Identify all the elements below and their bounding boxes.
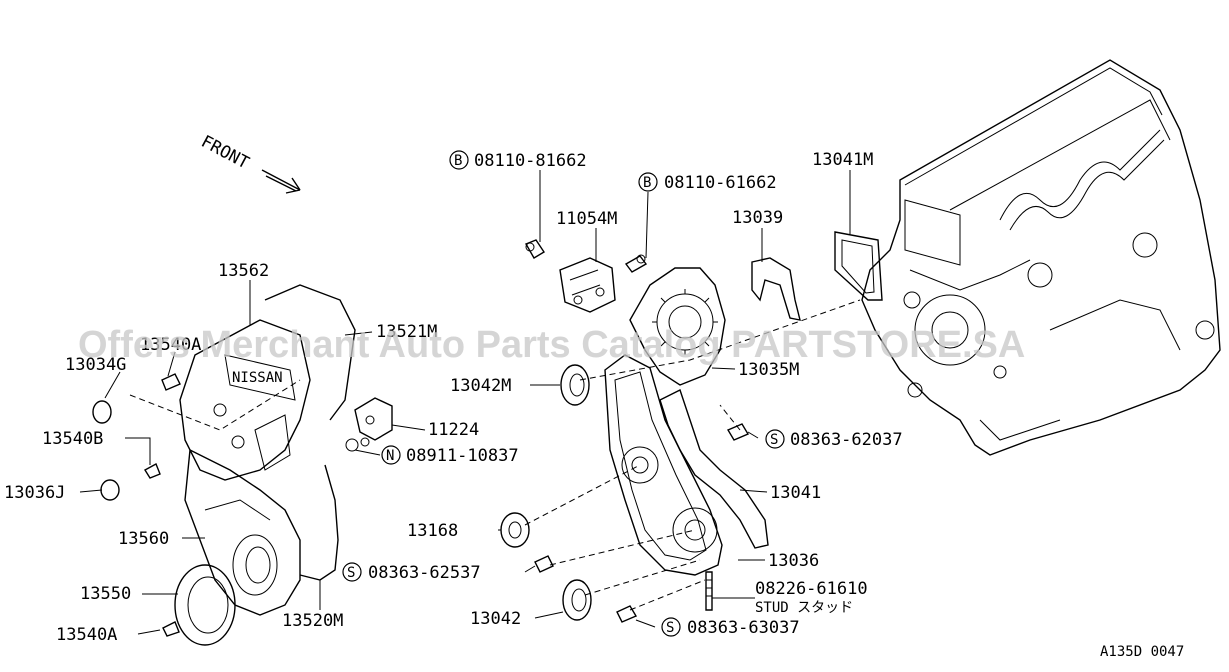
rear-plate-13035M (629, 267, 726, 386)
mount-11054M (559, 257, 616, 313)
watermark: Offers Merchant Auto Parts Catalog PARTS… (78, 324, 1025, 366)
label-13560[interactable]: 13560 (118, 529, 169, 549)
figure-code: A135D 0047 (1100, 644, 1184, 660)
callout-s-letter-2: S (347, 565, 355, 581)
alignment-lines (129, 299, 861, 611)
label-08363-62037[interactable]: 08363-62037 (790, 430, 903, 450)
callout-n-letter: N (386, 448, 394, 464)
bolt-08363-62537 (534, 555, 554, 573)
front-cover-assembly (604, 354, 769, 576)
timing-cover-13562: NISSAN (179, 319, 311, 481)
gasket-13520M (299, 464, 339, 581)
label-08226-61610[interactable]: 08226-61610 (755, 579, 868, 599)
label-13540A[interactable]: 13540A (56, 625, 117, 645)
seal-13042M (560, 364, 590, 406)
label-11054M[interactable]: 11054M (556, 209, 617, 229)
bracket-13039 (751, 257, 801, 321)
cover-logo-text: NISSAN (232, 370, 283, 386)
plug-13036J (100, 479, 120, 501)
callout-s-circle-2 (342, 562, 362, 582)
label-08110-81662[interactable]: 08110-81662 (474, 151, 587, 171)
bracket-11224 (345, 397, 393, 452)
bolt-13540A-top (161, 373, 181, 391)
seal-13042 (562, 579, 592, 621)
front-label: FRONT (198, 132, 253, 174)
label-13041[interactable]: 13041 (770, 483, 821, 503)
callout-b-letter-1: B (454, 153, 462, 169)
callout-s-circle-3 (661, 617, 681, 637)
label-13041M[interactable]: 13041M (812, 150, 873, 170)
seal-13550 (174, 564, 236, 646)
timing-cover-13560 (184, 448, 301, 616)
callout-b-circle-1 (449, 150, 469, 170)
part-labels: FRONT 13562 13521M 13540A 13034G 13540B … (4, 132, 1184, 660)
callout-s-letter-1: S (770, 432, 778, 448)
label-11224[interactable]: 11224 (428, 420, 479, 440)
label-13035M[interactable]: 13035M (738, 360, 799, 380)
label-13036J[interactable]: 13036J (4, 483, 65, 503)
label-08911-10837[interactable]: 08911-10837 (406, 446, 519, 466)
front-arrow-icon (261, 169, 301, 194)
callout-b-letter-2: B (643, 175, 651, 191)
label-13039[interactable]: 13039 (732, 208, 783, 228)
bolt-08363-63037 (616, 605, 638, 623)
bolt-13540B (144, 463, 161, 479)
label-13034G[interactable]: 13034G (65, 355, 126, 375)
bolt-13540A (162, 621, 180, 637)
gasket-13521M (264, 284, 356, 421)
callout-s-letter-3: S (666, 620, 674, 636)
gasket-13041M (834, 231, 883, 301)
bolt-08363-62037 (726, 423, 750, 441)
plug-13034G (92, 400, 112, 424)
label-08363-62537[interactable]: 08363-62537 (368, 563, 481, 583)
engine-block (861, 59, 1221, 456)
spacer-13168 (500, 512, 530, 548)
label-08110-61662[interactable]: 08110-61662 (664, 173, 777, 193)
label-13562[interactable]: 13562 (218, 261, 269, 281)
label-13540A-top[interactable]: 13540A (140, 335, 201, 355)
label-13042[interactable]: 13042 (470, 609, 521, 629)
leader-lines (79, 170, 851, 635)
label-13550[interactable]: 13550 (80, 584, 131, 604)
label-stud: STUD スタッド (755, 600, 853, 616)
callout-n-circle (381, 445, 401, 465)
label-13540B[interactable]: 13540B (42, 429, 103, 449)
stud-08226-61610 (705, 571, 713, 611)
callout-b-circle-2 (638, 172, 658, 192)
label-13042M[interactable]: 13042M (450, 376, 511, 396)
label-13168[interactable]: 13168 (407, 521, 458, 541)
callout-s-circle-1 (765, 429, 785, 449)
label-08363-63037[interactable]: 08363-63037 (687, 618, 800, 638)
label-13521M[interactable]: 13521M (376, 322, 437, 342)
label-13036[interactable]: 13036 (768, 551, 819, 571)
label-13520M[interactable]: 13520M (282, 611, 343, 631)
bolt-08110-81662 (524, 239, 545, 259)
bolt-08110-61662 (624, 254, 648, 273)
